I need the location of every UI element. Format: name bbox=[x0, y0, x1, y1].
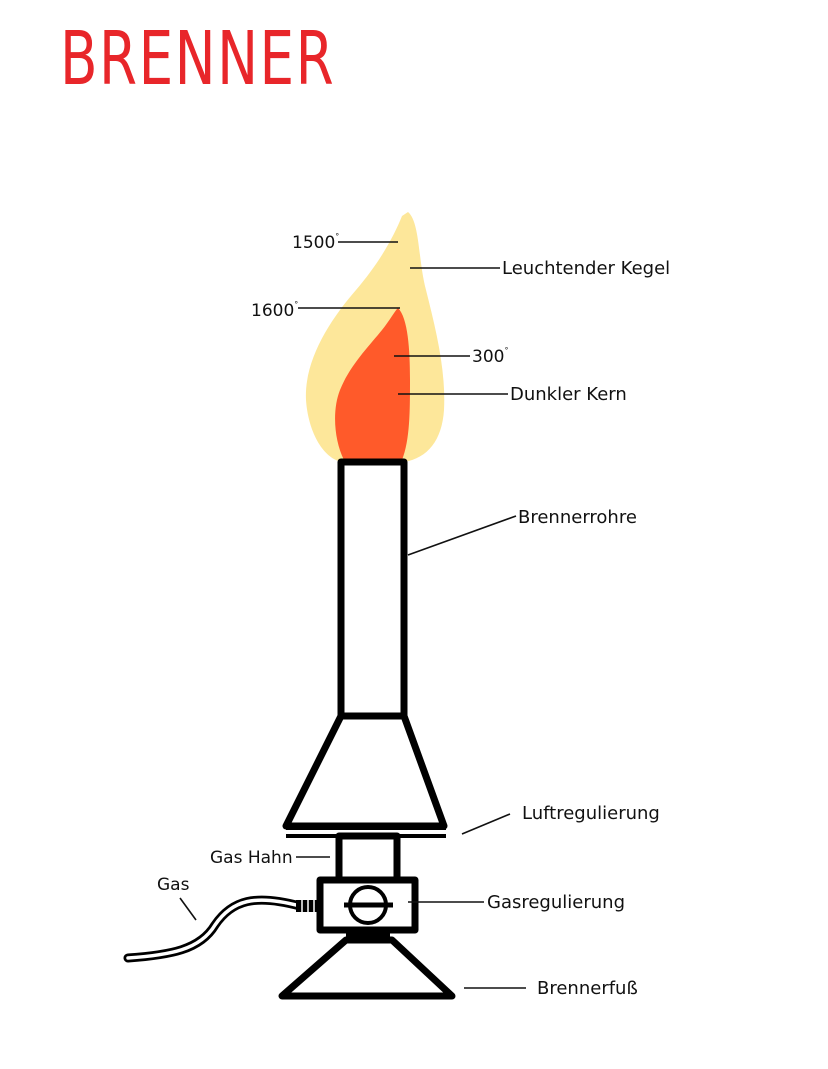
label-brennerfuss: Brennerfuß bbox=[537, 978, 638, 999]
burner-base bbox=[278, 936, 456, 1000]
inner-flame bbox=[335, 308, 410, 460]
label-temp-1600: 1600° bbox=[251, 300, 298, 321]
label-gasregulierung: Gasregulierung bbox=[487, 892, 625, 913]
label-brennerrohre: Brennerrohre bbox=[518, 507, 637, 528]
gas-hose-inner bbox=[126, 898, 302, 960]
label-gas-hahn: Gas Hahn bbox=[210, 848, 293, 868]
burner-tube bbox=[337, 458, 408, 721]
label-temp-300: 300° bbox=[472, 346, 508, 367]
leader-brennerrohre bbox=[407, 515, 517, 556]
label-dunkler-kern: Dunkler Kern bbox=[510, 384, 627, 405]
label-luftregulierung: Luftregulierung bbox=[522, 803, 660, 824]
leader-luftregulierung bbox=[461, 813, 511, 835]
label-leuchtender-kegel: Leuchtender Kegel bbox=[502, 258, 670, 279]
page-title: BRENNER bbox=[60, 16, 336, 102]
label-temp-1500: 1500° bbox=[292, 232, 339, 253]
leader-gas bbox=[179, 897, 197, 921]
label-gas: Gas bbox=[157, 875, 190, 895]
burner-neck bbox=[335, 832, 401, 884]
air-regulator-cone bbox=[282, 712, 448, 830]
